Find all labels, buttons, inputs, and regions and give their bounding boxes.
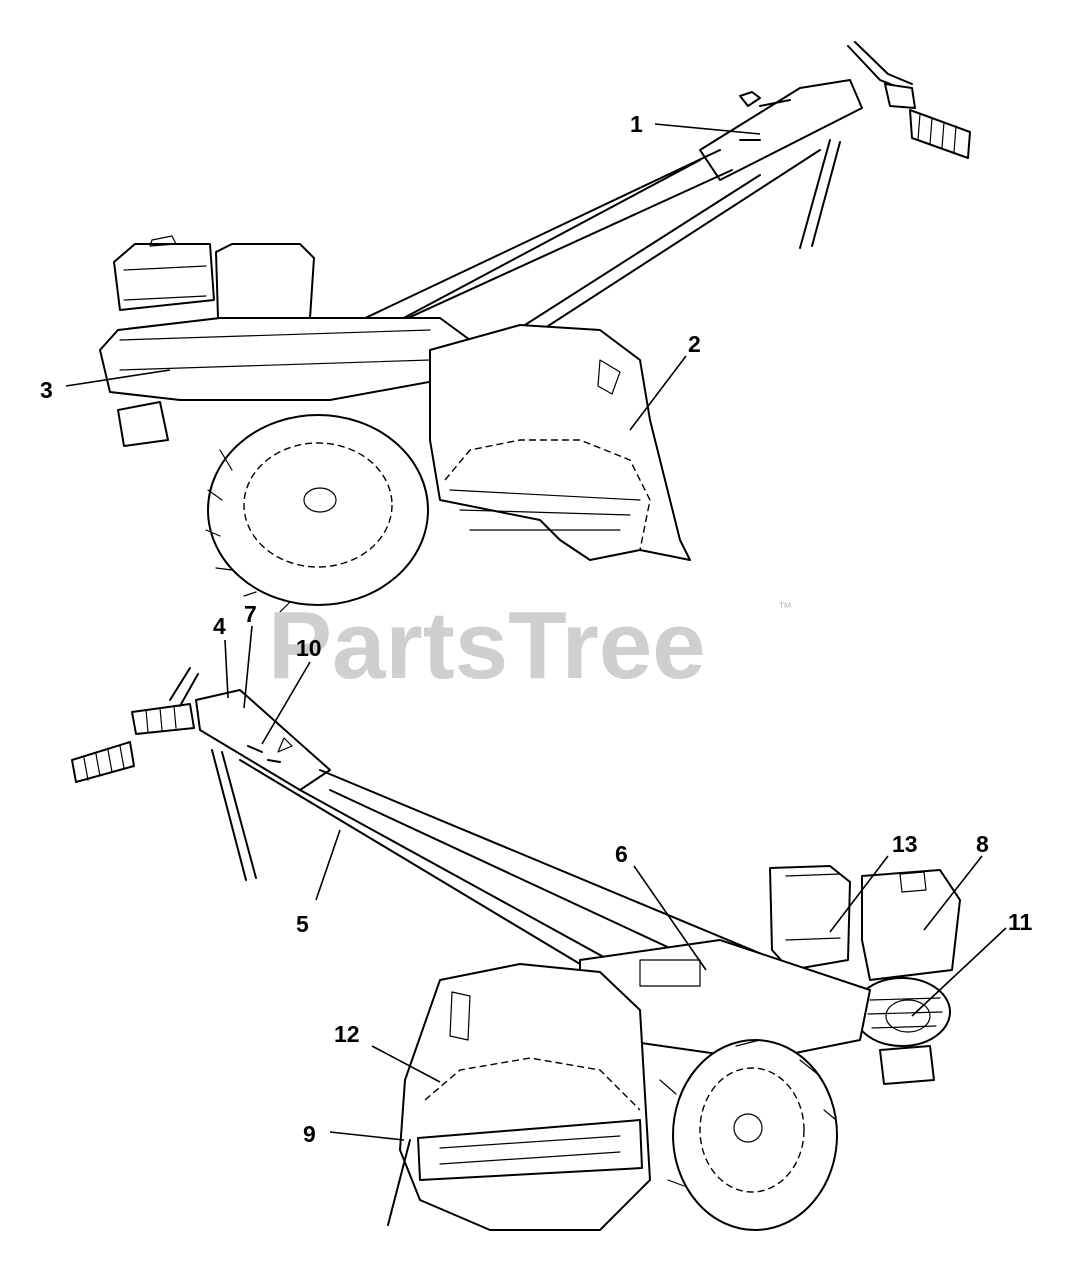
watermark-trademark: ™ bbox=[778, 599, 792, 615]
callout-13: 13 bbox=[892, 831, 918, 857]
leader-10 bbox=[261, 661, 311, 745]
leader-12 bbox=[371, 1045, 441, 1083]
leader-6 bbox=[633, 865, 707, 971]
leader-2 bbox=[629, 355, 687, 431]
leader-8 bbox=[923, 855, 983, 931]
leader-11 bbox=[911, 927, 1007, 1017]
leader-7 bbox=[243, 625, 253, 709]
callout-labels: 1 2 3 4 5 6 7 8 9 10 11 12 13 bbox=[40, 111, 1033, 1147]
leader-13 bbox=[829, 855, 889, 933]
watermark-brand: PartsTree bbox=[268, 592, 706, 699]
callout-7: 7 bbox=[244, 601, 257, 627]
leader-4 bbox=[224, 639, 229, 699]
leader-1 bbox=[654, 123, 761, 135]
lower-tiller-illustration bbox=[71, 667, 961, 1231]
leader-9 bbox=[329, 1131, 405, 1141]
callout-leaders bbox=[65, 123, 1007, 1141]
callout-2: 2 bbox=[688, 331, 701, 357]
partstree-watermark: PartsTree ™ bbox=[268, 592, 792, 699]
callout-8: 8 bbox=[976, 831, 989, 857]
callout-9: 9 bbox=[303, 1121, 316, 1147]
leader-5 bbox=[315, 829, 341, 901]
callout-6: 6 bbox=[615, 841, 628, 867]
callout-3: 3 bbox=[40, 377, 53, 403]
callout-10: 10 bbox=[296, 635, 322, 661]
callout-1: 1 bbox=[630, 111, 643, 137]
callout-11: 11 bbox=[1008, 909, 1033, 935]
upper-tiller-illustration bbox=[99, 41, 971, 613]
leader-3 bbox=[65, 369, 171, 387]
callout-4: 4 bbox=[213, 613, 226, 639]
callout-12: 12 bbox=[334, 1021, 360, 1047]
callout-5: 5 bbox=[296, 911, 309, 937]
